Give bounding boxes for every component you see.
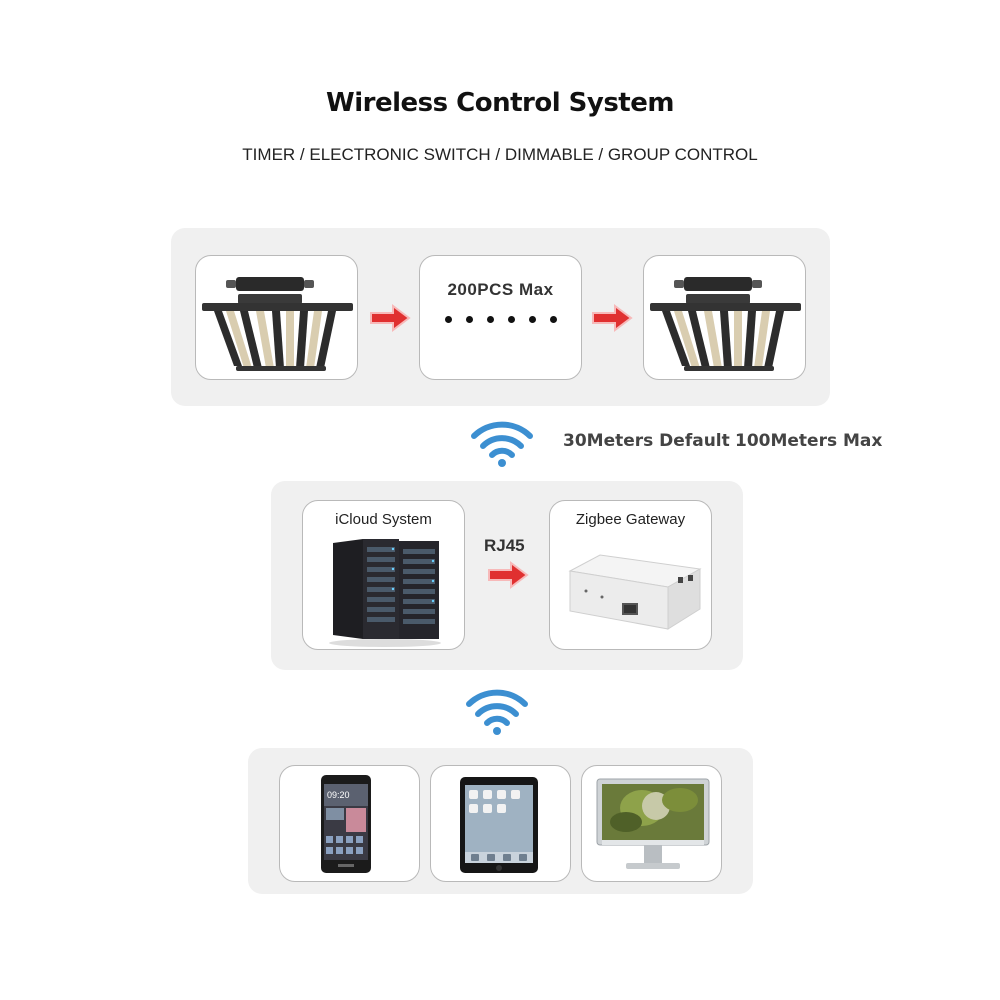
dot bbox=[444, 316, 452, 323]
dot bbox=[507, 316, 515, 323]
max-quantity-label: 200PCS Max bbox=[447, 280, 554, 299]
icloud-label: iCloud System bbox=[335, 511, 432, 528]
tablet-card bbox=[430, 765, 571, 882]
arrow-icon bbox=[488, 561, 529, 589]
continuation-dots bbox=[420, 316, 581, 323]
grow-light-icon bbox=[202, 277, 353, 371]
desktop-monitor-card bbox=[581, 765, 722, 882]
arrow-icon bbox=[370, 304, 411, 332]
gateway-device-icon bbox=[568, 554, 702, 630]
wifi-icon bbox=[471, 421, 533, 467]
dot bbox=[528, 316, 536, 323]
icloud-card: iCloud System bbox=[302, 500, 465, 650]
rj45-label: RJ45 bbox=[484, 536, 525, 555]
smartphone-card: 09:20 bbox=[279, 765, 420, 882]
server-rack-icon bbox=[329, 539, 441, 647]
devices-panel: 09:20 bbox=[248, 748, 753, 894]
range-default-label: 30Meters Default bbox=[563, 431, 730, 451]
smartphone-icon: 09:20 bbox=[321, 775, 371, 873]
tablet-icon bbox=[460, 777, 538, 873]
dot bbox=[549, 316, 557, 323]
grow-light-card-right bbox=[643, 255, 806, 380]
wifi-icon bbox=[466, 689, 528, 735]
dot bbox=[486, 316, 494, 323]
zigbee-gateway-card: Zigbee Gateway bbox=[549, 500, 712, 650]
page-title: Wireless Control System bbox=[326, 88, 674, 118]
phone-clock: 09:20 bbox=[327, 790, 350, 800]
grow-light-icon bbox=[650, 277, 801, 371]
monitor-icon bbox=[596, 778, 710, 869]
arrow-icon bbox=[592, 304, 633, 332]
dot bbox=[465, 316, 473, 323]
range-max-label: 100Meters Max bbox=[735, 431, 883, 451]
max-quantity-card: 200PCS Max bbox=[419, 255, 582, 380]
gateway-panel: iCloud System RJ45 bbox=[271, 481, 743, 670]
grow-light-card-left bbox=[195, 255, 358, 380]
page-subtitle: TIMER / ELECTRONIC SWITCH / DIMMABLE / G… bbox=[242, 145, 758, 164]
zigbee-gateway-label: Zigbee Gateway bbox=[575, 511, 686, 528]
lights-panel: 200PCS Max bbox=[171, 228, 830, 406]
